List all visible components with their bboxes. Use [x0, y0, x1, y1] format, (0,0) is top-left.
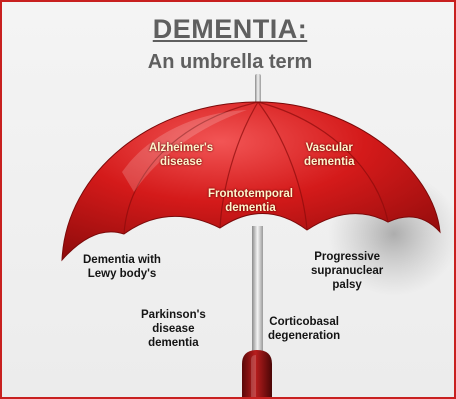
- umbrella-tip: [255, 74, 261, 104]
- canopy-highlight: [122, 110, 247, 192]
- label-line: supranuclear: [311, 265, 384, 277]
- label-line: degeneration: [268, 330, 341, 342]
- umbrella-rib: [219, 101, 259, 229]
- label-frontotemporal-dementia: Frontotemporal dementia: [208, 187, 293, 215]
- label-line: dementia: [304, 156, 355, 168]
- label-line: dementia: [148, 337, 199, 349]
- page-subtitle: An umbrella term: [147, 51, 313, 73]
- label-dementia-with-lewy-bodys: Dementia with Lewy body's: [83, 253, 161, 281]
- umbrella-shaft: [252, 226, 263, 366]
- page-title: DEMENTIA:: [152, 14, 308, 44]
- label-line: Parkinson's: [141, 309, 206, 321]
- label-line: palsy: [332, 279, 362, 291]
- label-line: disease: [159, 156, 203, 168]
- label-line: Corticobasal: [269, 316, 339, 328]
- umbrella-handle: [242, 350, 272, 397]
- label-vascular-dementia: Vascular dementia: [304, 141, 355, 169]
- umbrella-rib: [123, 101, 259, 235]
- label-line: Dementia with: [83, 254, 161, 266]
- label-line: Progressive: [314, 251, 381, 263]
- label-parkinsons-disease-dementia: Parkinson's disease dementia: [141, 308, 206, 350]
- handle-highlight: [251, 355, 256, 397]
- label-progressive-supranuclear-palsy: Progressive supranuclear palsy: [311, 250, 383, 292]
- label-line: dementia: [225, 202, 276, 214]
- label-line: disease: [152, 323, 195, 335]
- umbrella-rib: [257, 101, 308, 231]
- label-line: Frontotemporal: [208, 188, 293, 200]
- label-corticobasal-degeneration: Corticobasal degeneration: [268, 315, 340, 343]
- label-alzheimers-disease: Alzheimer's disease: [149, 141, 213, 169]
- label-line: Lewy body's: [87, 268, 157, 280]
- label-line: Vascular: [305, 142, 353, 154]
- umbrella-rib: [257, 101, 389, 223]
- label-line: Alzheimer's: [149, 142, 214, 154]
